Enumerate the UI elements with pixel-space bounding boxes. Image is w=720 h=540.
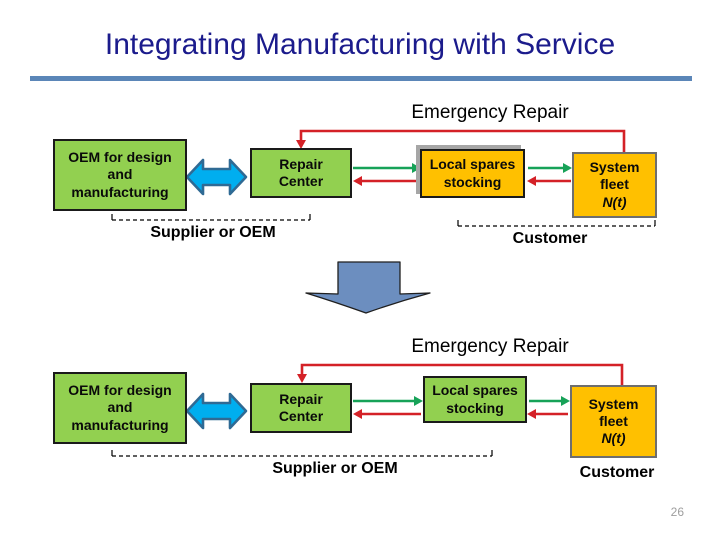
- box-label-line: Center: [278, 408, 324, 424]
- supplier-label-bottom: Supplier or OEM: [272, 460, 398, 477]
- emergency-repair-label-top: Emergency Repair: [411, 102, 569, 123]
- box-label-line: stocking: [443, 173, 502, 190]
- box-label-line: OEM for design: [68, 382, 172, 399]
- emergency-repair-line-top: [296, 129, 626, 152]
- repair-center-box-top: Repair Center: [250, 148, 352, 198]
- customer-label-bottom: Customer: [579, 464, 655, 481]
- red-return-arrow-bottom-1: [353, 409, 421, 419]
- emergency-repair-line-bottom: [297, 363, 624, 385]
- down-arrow-icon: [305, 261, 431, 314]
- oem-box-bottom: OEM for design and manufacturing: [53, 372, 187, 444]
- box-label-line: Repair: [279, 155, 323, 172]
- box-label-line: Center: [278, 173, 324, 189]
- box-label-line: manufacturing: [71, 183, 169, 200]
- supplier-bracket-bottom: [111, 450, 493, 457]
- box-label-line: System: [588, 395, 639, 412]
- box-label-line: System: [589, 159, 640, 176]
- repair-center-box-bottom: Repair Center: [250, 383, 352, 433]
- green-flow-arrow-bottom-2: [529, 396, 570, 406]
- emergency-repair-label-bottom: Emergency Repair: [411, 336, 569, 357]
- red-return-arrow-top-2: [527, 176, 571, 186]
- system-fleet-box-top: System fleet N(t): [572, 152, 657, 218]
- box-label-line: fleet: [599, 412, 628, 429]
- double-arrow-icon-top: [185, 158, 248, 196]
- page-number: 26: [670, 505, 684, 519]
- box-label-line: N(t): [601, 430, 626, 447]
- box-label-line: OEM for design: [68, 149, 172, 166]
- box-label-line: stocking: [446, 399, 504, 416]
- supplier-bracket-top: [111, 214, 311, 221]
- system-fleet-box-bottom: System fleet N(t): [570, 385, 657, 458]
- green-flow-arrow-bottom-1: [353, 396, 423, 406]
- box-label-line: manufacturing: [71, 416, 169, 433]
- title-underline: [30, 76, 692, 81]
- page-title: Integrating Manufacturing with Service: [104, 28, 616, 61]
- red-return-arrow-bottom-2: [527, 409, 568, 419]
- customer-label-top: Customer: [512, 230, 588, 247]
- box-label-line: Local spares: [432, 382, 518, 399]
- box-label-line: and: [107, 399, 133, 416]
- box-label-line: fleet: [600, 176, 629, 193]
- green-flow-arrow-top-2: [528, 163, 572, 173]
- box-label-line: N(t): [602, 193, 627, 210]
- customer-bracket-top: [457, 220, 656, 227]
- local-spares-box-bottom: Local spares stocking: [423, 376, 527, 423]
- box-label-line: Local spares: [429, 156, 516, 173]
- supplier-label-top: Supplier or OEM: [150, 224, 276, 241]
- double-arrow-icon-bottom: [185, 392, 248, 430]
- box-label-line: Repair: [279, 390, 323, 407]
- red-return-arrow-top-1: [353, 176, 420, 186]
- box-label-line: and: [107, 166, 133, 183]
- oem-box-top: OEM for design and manufacturing: [53, 139, 187, 211]
- green-flow-arrow-top-1: [353, 163, 421, 173]
- local-spares-box-top: Local spares stocking: [420, 149, 525, 198]
